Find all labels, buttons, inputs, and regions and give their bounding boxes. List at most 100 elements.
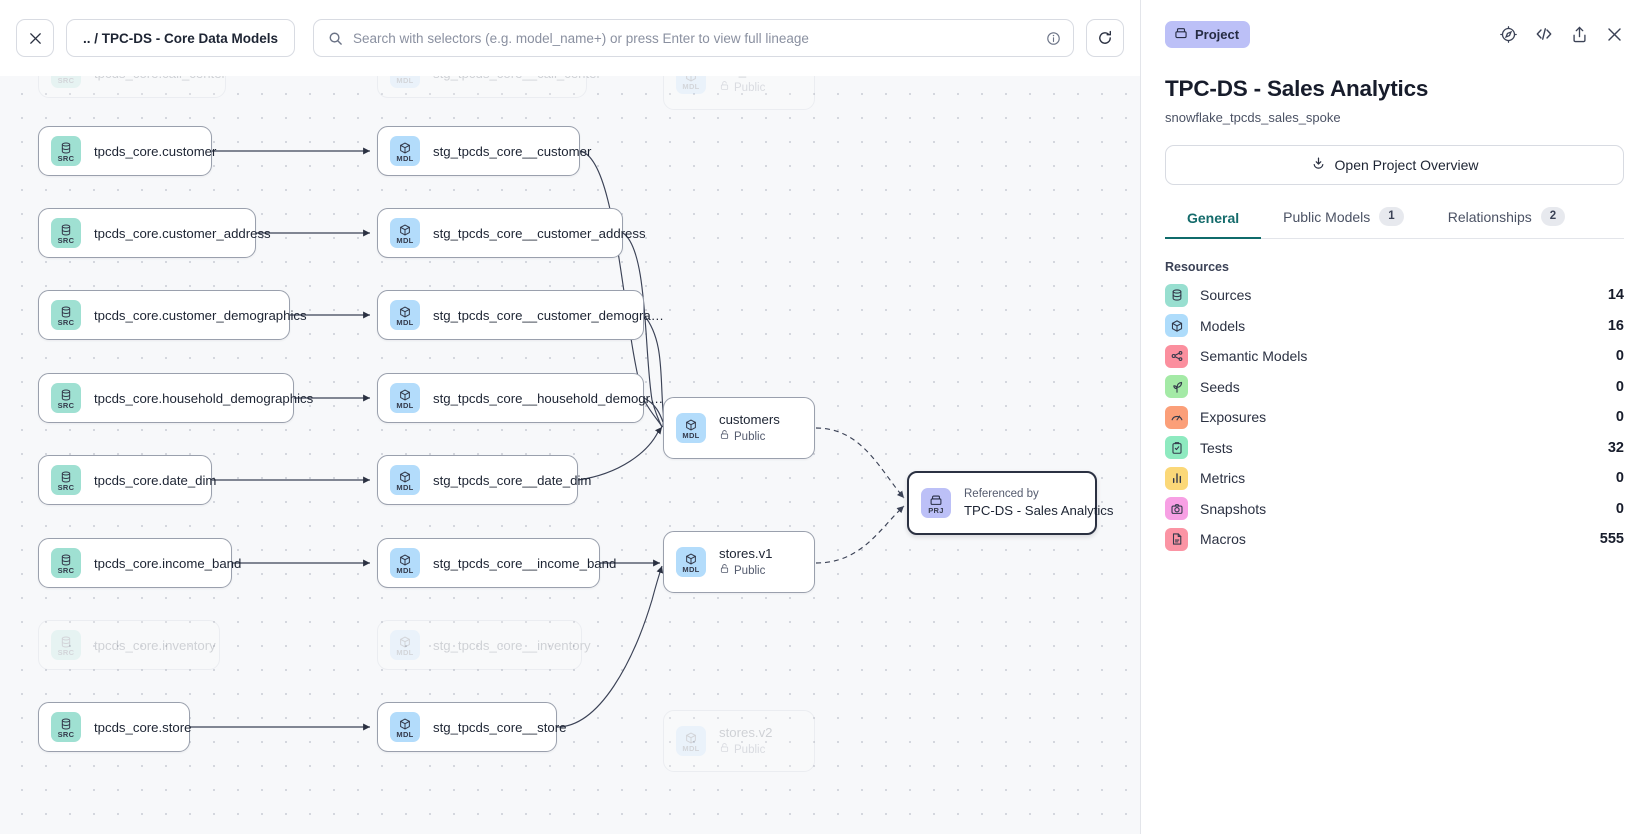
graph-node[interactable]: SRC tpcds_core.customer_address: [38, 208, 271, 258]
node-label: stg_tpcds_core__customer_demogra…: [433, 307, 664, 323]
node-label: stg_tpcds_core__customer_address: [433, 225, 646, 241]
panel-header: Project: [1165, 6, 1624, 62]
node-label: tpcds_core.customer_address: [94, 225, 271, 241]
node-label: tpcds_core.date_dim: [94, 472, 217, 488]
resource-name: Metrics: [1200, 470, 1246, 487]
share-icon[interactable]: [1570, 25, 1589, 44]
mdl-badge-icon: MDL: [676, 726, 706, 756]
mdl-badge-icon: MDL: [390, 630, 420, 660]
graph-toolbar: .. / TPC-DS - Core Data Models: [0, 0, 1140, 76]
prj-badge-icon: PRJ: [921, 488, 951, 518]
mdl-badge-icon: MDL: [390, 465, 420, 495]
code-icon[interactable]: [1534, 24, 1554, 44]
info-icon[interactable]: [1046, 31, 1061, 46]
open-project-overview-button[interactable]: Open Project Overview: [1165, 145, 1624, 185]
tab-count-badge: 2: [1540, 207, 1566, 226]
graph-icon: [1165, 344, 1188, 368]
resource-name: Semantic Models: [1200, 348, 1308, 365]
node-label: TPC-DS - Sales Analytics: [964, 503, 1114, 518]
mdl-badge-icon: MDL: [390, 548, 420, 578]
lock-icon: [719, 563, 730, 579]
node-visibility-label: Public: [734, 564, 766, 577]
tab-count-badge: 1: [1379, 207, 1404, 226]
clipboard-icon: [1165, 436, 1188, 460]
resource-count: 0: [1615, 500, 1624, 517]
compass-icon[interactable]: [1499, 25, 1518, 44]
resource-row[interactable]: Tests 32: [1165, 433, 1624, 464]
panel-title: TPC-DS - Sales Analytics: [1165, 76, 1429, 101]
src-badge-icon: SRC: [51, 218, 81, 248]
node-label: customers: [719, 412, 780, 427]
lineage-graph-pane[interactable]: SRCtpcds_core.call_centerSRCtpcds_core.c…: [0, 0, 1140, 834]
node-label: stg_tpcds_core__customer: [433, 143, 592, 159]
resource-type-chip: Project: [1165, 20, 1251, 48]
gauge-icon: [1165, 405, 1188, 429]
src-badge-icon: SRC: [51, 465, 81, 495]
resources-heading: Resources: [1165, 260, 1229, 274]
node-visibility: Public: [719, 429, 780, 445]
resource-count: 14: [1607, 287, 1624, 304]
node-label: tpcds_core.store: [94, 719, 192, 735]
src-badge-icon: SRC: [51, 630, 81, 660]
overview-button-label: Open Project Overview: [1334, 157, 1479, 173]
resource-row[interactable]: Snapshots 0: [1165, 494, 1624, 525]
search-input[interactable]: [353, 30, 1036, 46]
graph-node[interactable]: SRC tpcds_core.date_dim: [38, 455, 216, 505]
tab-label: Public Models: [1283, 208, 1371, 225]
node-pretitle: Referenced by: [964, 488, 1039, 500]
lineage-edges: [190, 147, 905, 731]
node-visibility-label: Public: [734, 743, 766, 756]
close-panel-icon[interactable]: [1605, 25, 1624, 44]
node-label: stg_tpcds_core__income_band: [433, 555, 617, 571]
search-bar[interactable]: [313, 19, 1074, 57]
lock-icon: [719, 80, 730, 96]
breadcrumb[interactable]: .. / TPC-DS - Core Data Models: [66, 19, 296, 57]
details-panel: Project: [1140, 0, 1648, 834]
node-visibility-label: Public: [734, 81, 766, 94]
mdl-badge-icon: MDL: [390, 383, 420, 413]
node-label: tpcds_core.customer_demographics: [94, 307, 307, 323]
graph-node[interactable]: PRJ Referenced by TPC-DS - Sales Analytics: [907, 471, 1114, 535]
graph-node[interactable]: MDL stg_tpcds_core__income_band: [377, 538, 616, 588]
resource-count: 32: [1607, 439, 1624, 456]
project-icon: [1174, 26, 1188, 43]
search-icon: [328, 31, 343, 46]
tab-public-models[interactable]: Public Models 1: [1261, 207, 1426, 239]
refresh-button[interactable]: [1086, 19, 1124, 57]
lock-icon: [719, 429, 730, 445]
src-badge-icon: SRC: [51, 136, 81, 166]
cube-icon: [1165, 314, 1188, 338]
src-badge-icon: SRC: [51, 383, 81, 413]
close-graph-button[interactable]: [16, 19, 54, 57]
resource-name: Snapshots: [1200, 500, 1267, 517]
resource-name: Seeds: [1200, 378, 1240, 395]
resource-name: Tests: [1200, 439, 1233, 456]
tab-general[interactable]: General: [1165, 210, 1262, 239]
bars-icon: [1165, 466, 1188, 490]
resource-count: 0: [1615, 409, 1624, 426]
